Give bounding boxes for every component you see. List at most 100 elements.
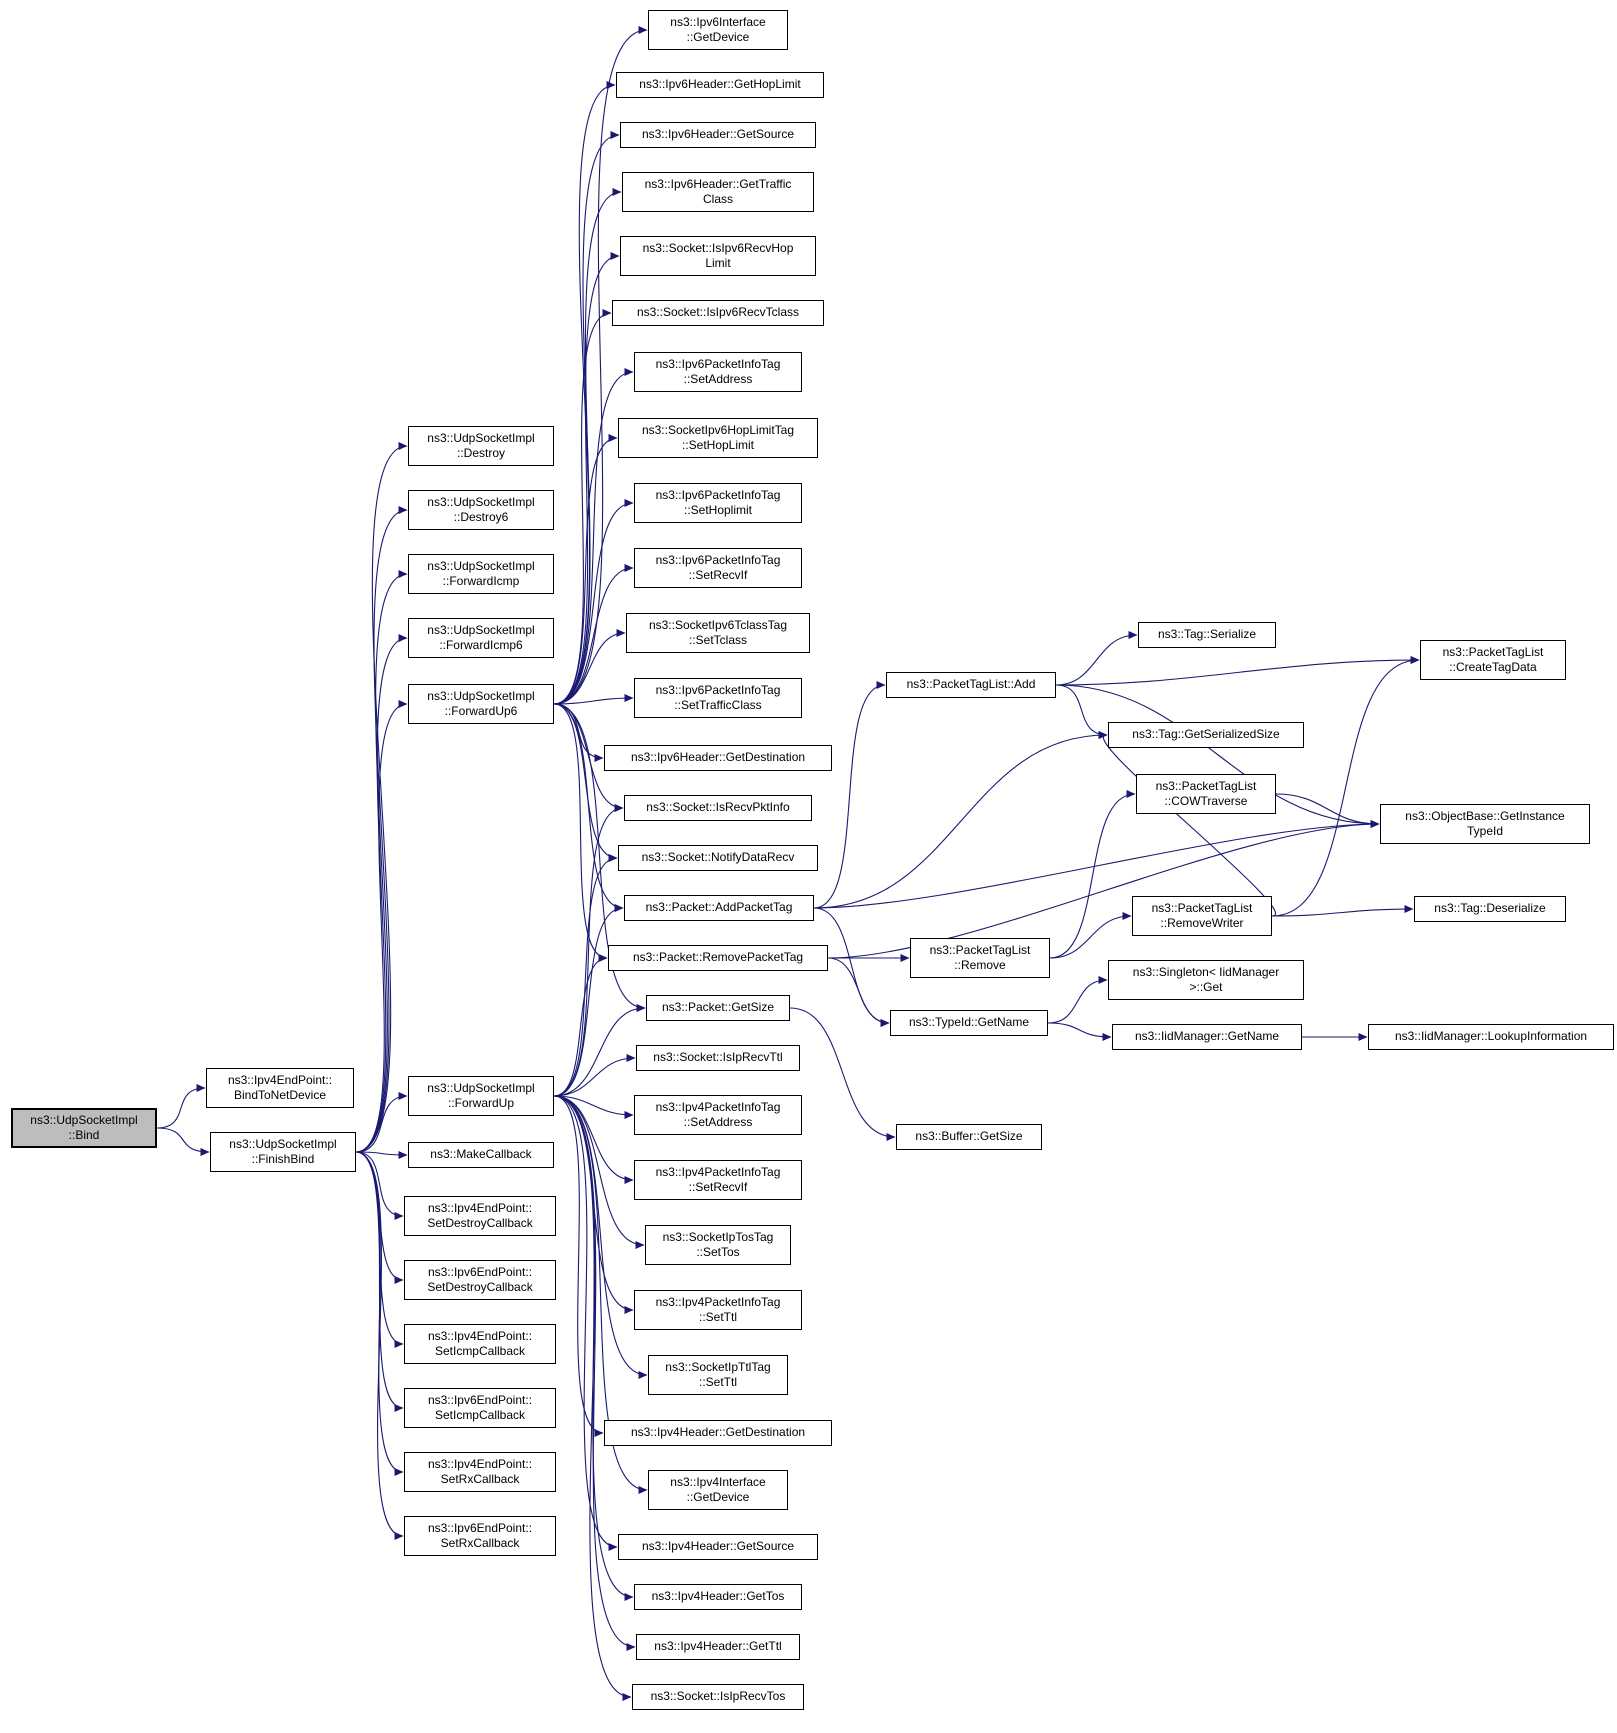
edge-forwardUp6-to-addPacketTag: [553, 703, 624, 912]
node-ptlAdd[interactable]: ns3::PacketTagList::Add: [886, 672, 1056, 698]
node-ipv4IfGetDevice[interactable]: ns3::Ipv4Interface::GetDevice: [648, 1470, 788, 1510]
node-isIpv6RecvTclass[interactable]: ns3::Socket::IsIpv6RecvTclass: [612, 300, 824, 326]
edge-typeIdGetName-to-iidGetName: [1047, 1022, 1112, 1041]
node-label: ns3::Socket::NotifyDataRecv: [641, 850, 795, 865]
node-ipv6SetIcmpCallback[interactable]: ns3::Ipv6EndPoint::SetIcmpCallback: [404, 1388, 556, 1428]
edge-typeIdGetName-to-singletonGet: [1047, 976, 1108, 1024]
edge-forwardUp6-to-ipv6GetDestination: [553, 703, 604, 762]
node-label: ns3::PacketTagList: [1442, 644, 1544, 659]
node-destroy6[interactable]: ns3::UdpSocketImpl::Destroy6: [408, 490, 554, 530]
node-packetGetSize[interactable]: ns3::Packet::GetSize: [646, 995, 790, 1021]
node-ptlRemoveWriter[interactable]: ns3::PacketTagList::RemoveWriter: [1132, 896, 1272, 936]
node-sockIpTosSetTos[interactable]: ns3::SocketIpTosTag::SetTos: [645, 1225, 791, 1265]
node-label: ::Remove: [954, 958, 1006, 972]
node-sockIpv6TclassSetTclass[interactable]: ns3::SocketIpv6TclassTag::SetTclass: [626, 613, 810, 653]
node-forwardIcmp6[interactable]: ns3::UdpSocketImpl::ForwardIcmp6: [408, 618, 554, 658]
node-label: SetDestroyCallback: [427, 1216, 533, 1230]
node-label: ns3::UdpSocketImpl: [427, 622, 535, 637]
node-label: ns3::UdpSocketImpl: [229, 1136, 337, 1151]
node-ipv4GetTos[interactable]: ns3::Ipv4Header::GetTos: [634, 1584, 802, 1610]
node-removePacketTag[interactable]: ns3::Packet::RemovePacketTag: [608, 945, 828, 971]
node-ipv6GetDestination[interactable]: ns3::Ipv6Header::GetDestination: [604, 745, 832, 771]
node-ipv4PitSetTtl[interactable]: ns3::Ipv4PacketInfoTag::SetTtl: [634, 1290, 802, 1330]
node-label: ns3::SocketIpv6HopLimitTag: [641, 422, 795, 437]
node-ipv6PitSetTrafficClass[interactable]: ns3::Ipv6PacketInfoTag::SetTrafficClass: [634, 678, 802, 718]
edge-ptlRemoveWriter-to-tagDeserialize: [1271, 905, 1414, 917]
edge-ptlRemoveWriter-to-tagGetSerializedSize: [1098, 731, 1276, 917]
node-forwardUp6[interactable]: ns3::UdpSocketImpl::ForwardUp6: [408, 684, 554, 724]
node-isRecvPktInfo[interactable]: ns3::Socket::IsRecvPktInfo: [624, 795, 812, 821]
node-label: ::Destroy: [456, 446, 505, 460]
node-label: ns3::UdpSocketImpl: [427, 1080, 535, 1095]
node-ipv6SetDestroyCallback[interactable]: ns3::Ipv6EndPoint::SetDestroyCallback: [404, 1260, 556, 1300]
node-ipv6PitSetHoplimit[interactable]: ns3::Ipv6PacketInfoTag::SetHoplimit: [634, 483, 802, 523]
edge-finishBind-to-destroy: [355, 442, 408, 1153]
node-label: ns3::Ipv4EndPoint::: [427, 1328, 533, 1343]
node-typeIdGetName[interactable]: ns3::TypeId::GetName: [890, 1010, 1048, 1036]
node-label: ns3::Ipv6EndPoint::: [427, 1392, 533, 1407]
node-label: ns3::Ipv6Header::GetTraffic: [644, 176, 792, 191]
node-bufferGetSize[interactable]: ns3::Buffer::GetSize: [896, 1124, 1042, 1150]
edge-finishBind-to-forwardUp: [355, 1092, 408, 1153]
node-finishBind[interactable]: ns3::UdpSocketImpl::FinishBind: [210, 1132, 356, 1172]
node-makeCallback[interactable]: ns3::MakeCallback: [408, 1142, 554, 1168]
node-label: ::SetHoplimit: [683, 503, 753, 517]
node-label: ns3::UdpSocketImpl: [427, 558, 535, 573]
edge-forwardUp6-to-sockIpv6HopLimitTagSetHopLimit: [553, 434, 618, 705]
node-ptlCOWTraverse[interactable]: ns3::PacketTagList::COWTraverse: [1136, 774, 1276, 814]
node-ipv6SetRxCallback[interactable]: ns3::Ipv6EndPoint::SetRxCallback: [404, 1516, 556, 1556]
node-bindToNetDevice[interactable]: ns3::Ipv4EndPoint::BindToNetDevice: [206, 1068, 354, 1108]
node-sockIpTtlSetTtl[interactable]: ns3::SocketIpTtlTag::SetTtl: [648, 1355, 788, 1395]
node-label: ns3::Tag::Serialize: [1157, 627, 1257, 642]
node-addPacketTag[interactable]: ns3::Packet::AddPacketTag: [624, 895, 814, 921]
edge-forwardUp6-to-ipv6PitSetRecvIf: [553, 564, 634, 705]
node-destroy[interactable]: ns3::UdpSocketImpl::Destroy: [408, 426, 554, 466]
node-label: ::ForwardUp6: [444, 704, 518, 718]
edge-forwardUp-to-sockIpTosSetTos: [553, 1095, 645, 1249]
node-ipv4GetDestination[interactable]: ns3::Ipv4Header::GetDestination: [604, 1420, 832, 1446]
node-ptlCreateTagData[interactable]: ns3::PacketTagList::CreateTagData: [1420, 640, 1566, 680]
node-ipv6PitSetAddress[interactable]: ns3::Ipv6PacketInfoTag::SetAddress: [634, 352, 802, 392]
node-forwardUp[interactable]: ns3::UdpSocketImpl::ForwardUp: [408, 1076, 554, 1116]
edge-finishBind-to-ipv4SetDestroyCallback: [355, 1151, 404, 1220]
node-tagSerialize[interactable]: ns3::Tag::Serialize: [1138, 622, 1276, 648]
node-label: SetIcmpCallback: [434, 1408, 526, 1422]
node-isIpRecvTtl[interactable]: ns3::Socket::IsIpRecvTtl: [636, 1045, 800, 1071]
node-iidLookupInformation[interactable]: ns3::IidManager::LookupInformation: [1368, 1024, 1614, 1050]
node-ipv4SetIcmpCallback[interactable]: ns3::Ipv4EndPoint::SetIcmpCallback: [404, 1324, 556, 1364]
node-label: ::SetHopLimit: [681, 438, 755, 452]
node-tagGetSerializedSize[interactable]: ns3::Tag::GetSerializedSize: [1108, 722, 1304, 748]
node-ipv6PitSetRecvIf[interactable]: ns3::Ipv6PacketInfoTag::SetRecvIf: [634, 548, 802, 588]
node-label: ns3::Ipv6Header::GetSource: [641, 127, 795, 142]
node-label: BindToNetDevice: [233, 1088, 327, 1102]
node-ipv4PitSetAddress[interactable]: ns3::Ipv4PacketInfoTag::SetAddress: [634, 1095, 802, 1135]
node-ipv6GetHopLimit[interactable]: ns3::Ipv6Header::GetHopLimit: [616, 72, 824, 98]
edge-ptlAdd-to-tagGetSerializedSize: [1055, 684, 1108, 739]
node-sockIpv6HopLimitTagSetHopLimit[interactable]: ns3::SocketIpv6HopLimitTag::SetHopLimit: [618, 418, 818, 458]
node-ipv6GetSource[interactable]: ns3::Ipv6Header::GetSource: [620, 122, 816, 148]
node-ipv6IfGetDevice[interactable]: ns3::Ipv6Interface::GetDevice: [648, 10, 788, 50]
node-label: ns3::Ipv4Header::GetTos: [651, 1589, 785, 1604]
node-iidGetName[interactable]: ns3::IidManager::GetName: [1112, 1024, 1302, 1050]
node-ipv4SetRxCallback[interactable]: ns3::Ipv4EndPoint::SetRxCallback: [404, 1452, 556, 1492]
edge-forwardUp-to-removePacketTag: [553, 954, 608, 1097]
node-ipv4GetSource[interactable]: ns3::Ipv4Header::GetSource: [618, 1534, 818, 1560]
node-ipv4GetTtl[interactable]: ns3::Ipv4Header::GetTtl: [636, 1634, 800, 1660]
node-ipv4PitSetRecvIf[interactable]: ns3::Ipv4PacketInfoTag::SetRecvIf: [634, 1160, 802, 1200]
node-label: ns3::Packet::AddPacketTag: [645, 900, 793, 915]
node-tagDeserialize[interactable]: ns3::Tag::Deserialize: [1414, 896, 1566, 922]
node-notifyDataRecv[interactable]: ns3::Socket::NotifyDataRecv: [618, 845, 818, 871]
node-label: ::ForwardIcmp6: [439, 638, 523, 652]
node-label: ns3::UdpSocketImpl: [427, 688, 535, 703]
node-singletonGet[interactable]: ns3::Singleton< IidManager>::Get: [1108, 960, 1304, 1000]
edge-addPacketTag-to-ptlAdd: [813, 681, 886, 909]
node-forwardIcmp[interactable]: ns3::UdpSocketImpl::ForwardIcmp: [408, 554, 554, 594]
edge-removePacketTag-to-getInstanceTypeId: [827, 820, 1380, 959]
node-ptlRemove[interactable]: ns3::PacketTagList::Remove: [910, 938, 1050, 978]
node-isIpRecvTos[interactable]: ns3::Socket::IsIpRecvTos: [632, 1684, 804, 1710]
node-ipv4SetDestroyCallback[interactable]: ns3::Ipv4EndPoint::SetDestroyCallback: [404, 1196, 556, 1236]
